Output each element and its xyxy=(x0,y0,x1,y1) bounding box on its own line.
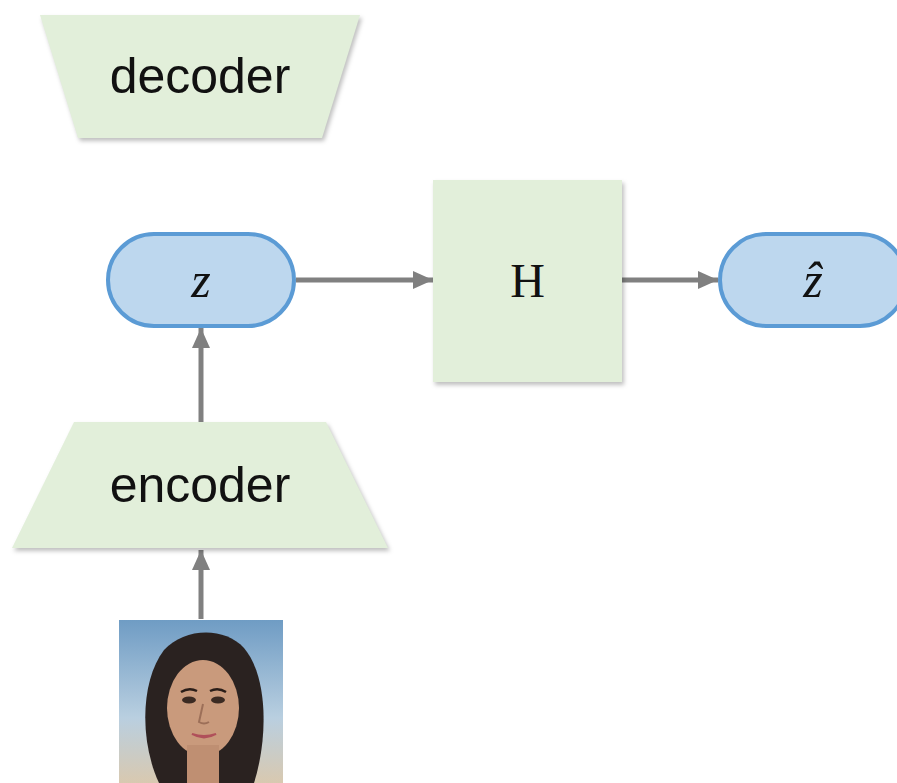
neck xyxy=(187,745,219,783)
eye xyxy=(211,697,225,704)
box-outline xyxy=(433,180,622,382)
node-label: encoder xyxy=(110,458,291,513)
photo-background xyxy=(119,620,283,783)
nose xyxy=(199,704,209,724)
trapezoid-outline xyxy=(40,15,360,138)
node-label: z xyxy=(191,253,210,308)
flow-arrow xyxy=(622,278,718,283)
latent-variable: z xyxy=(106,232,296,328)
encoder-block: encoder xyxy=(12,422,388,548)
face-photo xyxy=(119,620,283,783)
eye xyxy=(182,697,196,704)
transform-box: H xyxy=(433,180,622,382)
output-variable: ẑ xyxy=(718,232,897,328)
pill-outline xyxy=(108,234,294,326)
mouth xyxy=(192,734,216,738)
flow-arrow xyxy=(199,328,204,422)
node-label: decoder xyxy=(110,49,291,104)
node-label: H xyxy=(510,255,545,308)
hair xyxy=(145,632,263,783)
pill-outline xyxy=(720,234,897,326)
eyebrow xyxy=(181,689,197,692)
input-arrow xyxy=(199,550,204,619)
eyebrow xyxy=(210,689,226,692)
node-label: ẑ xyxy=(803,253,822,308)
flow-arrow xyxy=(296,278,433,283)
decoder-block: decoder xyxy=(40,15,360,138)
face xyxy=(167,660,239,756)
trapezoid-outline xyxy=(12,422,388,548)
